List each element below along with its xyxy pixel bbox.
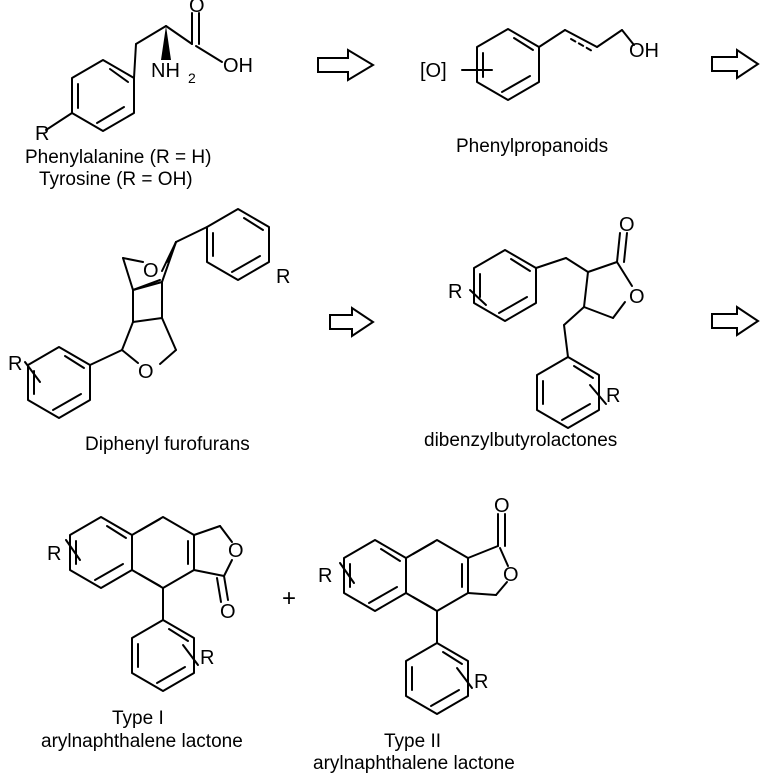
structure-type2-arylnaphthalene-lactone — [339, 513, 509, 715]
structure-phenylpropanoid — [461, 28, 635, 101]
amino-acid-nh-label: NH — [151, 60, 180, 82]
furofuran-r-left-label: R — [8, 353, 22, 375]
caption-tyrosine: Tyrosine (R = OH) — [39, 169, 193, 190]
phenylpropanoid-oh-label: OH — [629, 40, 659, 62]
caption-type1-line1: Type I — [112, 708, 164, 729]
amino-acid-nh2-subscript: 2 — [188, 70, 196, 86]
type2-ring-o-label: O — [503, 564, 519, 586]
phenylpropanoid-ox-label: [O] — [420, 60, 447, 82]
type1-r-aryl-label: R — [200, 647, 214, 669]
caption-phenylalanine: Phenylalanine (R = H) — [25, 147, 211, 168]
caption-type2-line2: arylnaphthalene lactone — [313, 753, 515, 773]
furofuran-o-bottom-label: O — [138, 361, 154, 383]
dibenzyl-r-top-label: R — [448, 281, 462, 303]
type2-carbonyl-o-label: O — [494, 495, 510, 517]
structure-dibenzylbutyrolactone — [469, 232, 633, 429]
caption-diphenyl-furofurans: Diphenyl furofurans — [85, 434, 250, 455]
dibenzyl-r-bottom-label: R — [606, 385, 620, 407]
structure-diphenyl-furofuran — [24, 208, 270, 419]
type1-carbonyl-o-label: O — [220, 601, 236, 623]
caption-dibenzylbutyrolactones: dibenzylbutyrolactones — [424, 430, 617, 451]
furofuran-r-right-label: R — [276, 266, 290, 288]
furofuran-o-top-label: O — [143, 260, 159, 282]
caption-type2-line1: Type II — [384, 731, 441, 752]
caption-type1-line2: arylnaphthalene lactone — [41, 731, 243, 752]
amino-acid-carbonyl-o-label: O — [189, 0, 205, 17]
type1-ring-o-label: O — [228, 540, 244, 562]
type2-r-naph-label: R — [318, 565, 332, 587]
amino-acid-oh-label: OH — [223, 55, 253, 77]
arrow-4 — [711, 305, 760, 337]
caption-phenylpropanoids: Phenylpropanoids — [456, 136, 608, 157]
lactone-carbonyl-o-label: O — [619, 214, 635, 236]
arrow-3 — [329, 306, 375, 338]
structure-type1-arylnaphthalene-lactone — [65, 516, 233, 692]
lactone-ring-o-label: O — [629, 286, 645, 308]
amino-acid-r-label: R — [35, 123, 49, 145]
type2-r-aryl-label: R — [474, 671, 488, 693]
structure-amino-acid — [45, 12, 223, 132]
arrow-1 — [317, 48, 375, 82]
type1-r-naph-label: R — [47, 543, 61, 565]
arrow-2 — [711, 48, 760, 80]
plus-sign: + — [282, 585, 296, 612]
